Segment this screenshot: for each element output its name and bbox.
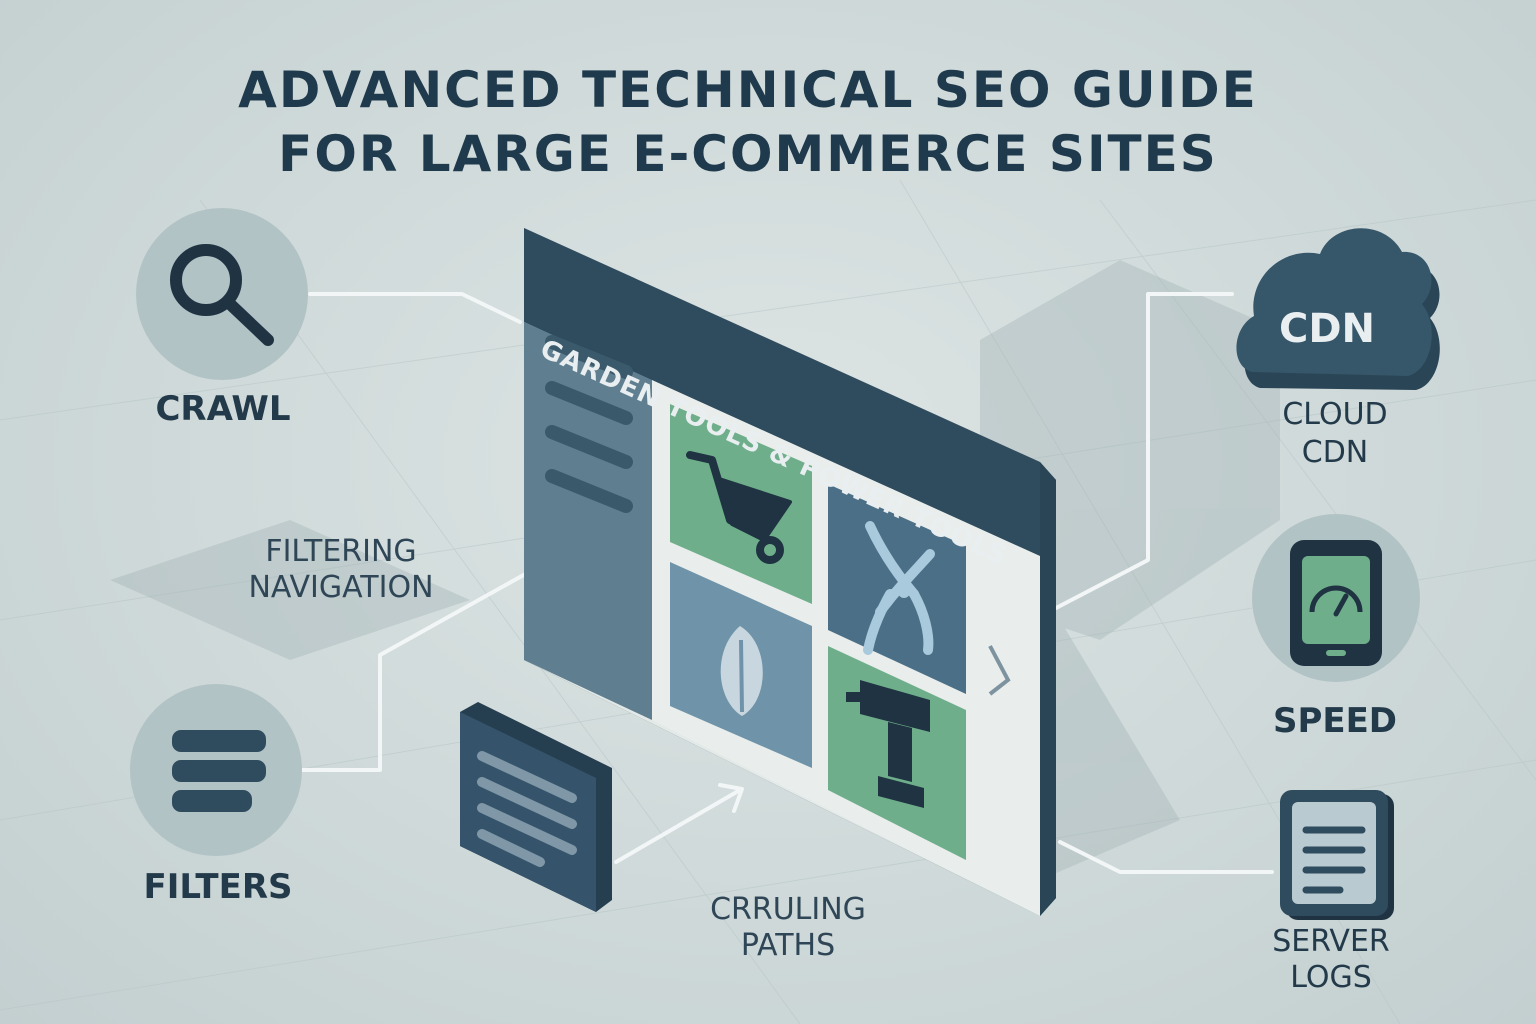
pruning-shears-icon — [863, 521, 935, 655]
crawl-label: CRAWL — [155, 389, 291, 429]
cloud-cdn-text: CDN — [1278, 306, 1376, 352]
cloud-cdn-line-2: CDN — [1301, 435, 1369, 470]
crawling-paths-label: CRRULING PATHS — [688, 892, 888, 964]
power-drill-icon — [846, 680, 930, 808]
page-title: ADVANCED TECHNICAL SEO GUIDE FOR LARGE E… — [0, 58, 1496, 186]
document-card — [460, 702, 612, 912]
crawling-paths-line-1: CRRULING — [710, 892, 866, 927]
next-arrow-icon — [988, 645, 1011, 696]
cloud-cdn-line-1: CLOUD — [1282, 397, 1388, 432]
sidebar-menu-lines — [545, 335, 633, 513]
crawl-node — [136, 208, 308, 380]
filtering-navigation-line-2: NAVIGATION — [248, 570, 434, 605]
filter-lines-icon — [172, 730, 266, 812]
server-logs-line-2: LOGS — [1290, 960, 1372, 995]
browser-header-bar — [524, 228, 1040, 560]
server-logs-line-1: SERVER — [1272, 924, 1390, 959]
server-logs-label: SERVER LOGS — [1246, 924, 1416, 996]
filtering-navigation-label: FILTERING NAVIGATION — [216, 534, 466, 606]
title-line-2: FOR LARGE E-COMMERCE SITES — [278, 125, 1218, 183]
speedometer-tablet-icon — [1290, 540, 1382, 666]
browser-window — [524, 228, 1056, 916]
title-line-1: ADVANCED TECHNICAL SEO GUIDE — [238, 61, 1258, 119]
crawling-paths-line-2: PATHS — [740, 928, 836, 963]
leaf-icon — [720, 626, 763, 716]
log-file-icon — [1280, 790, 1394, 920]
wheelbarrow-icon — [686, 451, 792, 564]
cloud-icon — [1236, 228, 1440, 390]
magnifier-icon — [170, 244, 274, 346]
speed-label: SPEED — [1272, 701, 1398, 741]
cloud-cdn-label: CLOUD CDN — [1250, 396, 1420, 472]
speed-node — [1252, 514, 1420, 682]
filters-node — [130, 684, 302, 856]
filters-label: FILTERS — [143, 867, 293, 907]
filtering-navigation-line-1: FILTERING — [265, 534, 417, 569]
document-icon — [477, 751, 577, 867]
